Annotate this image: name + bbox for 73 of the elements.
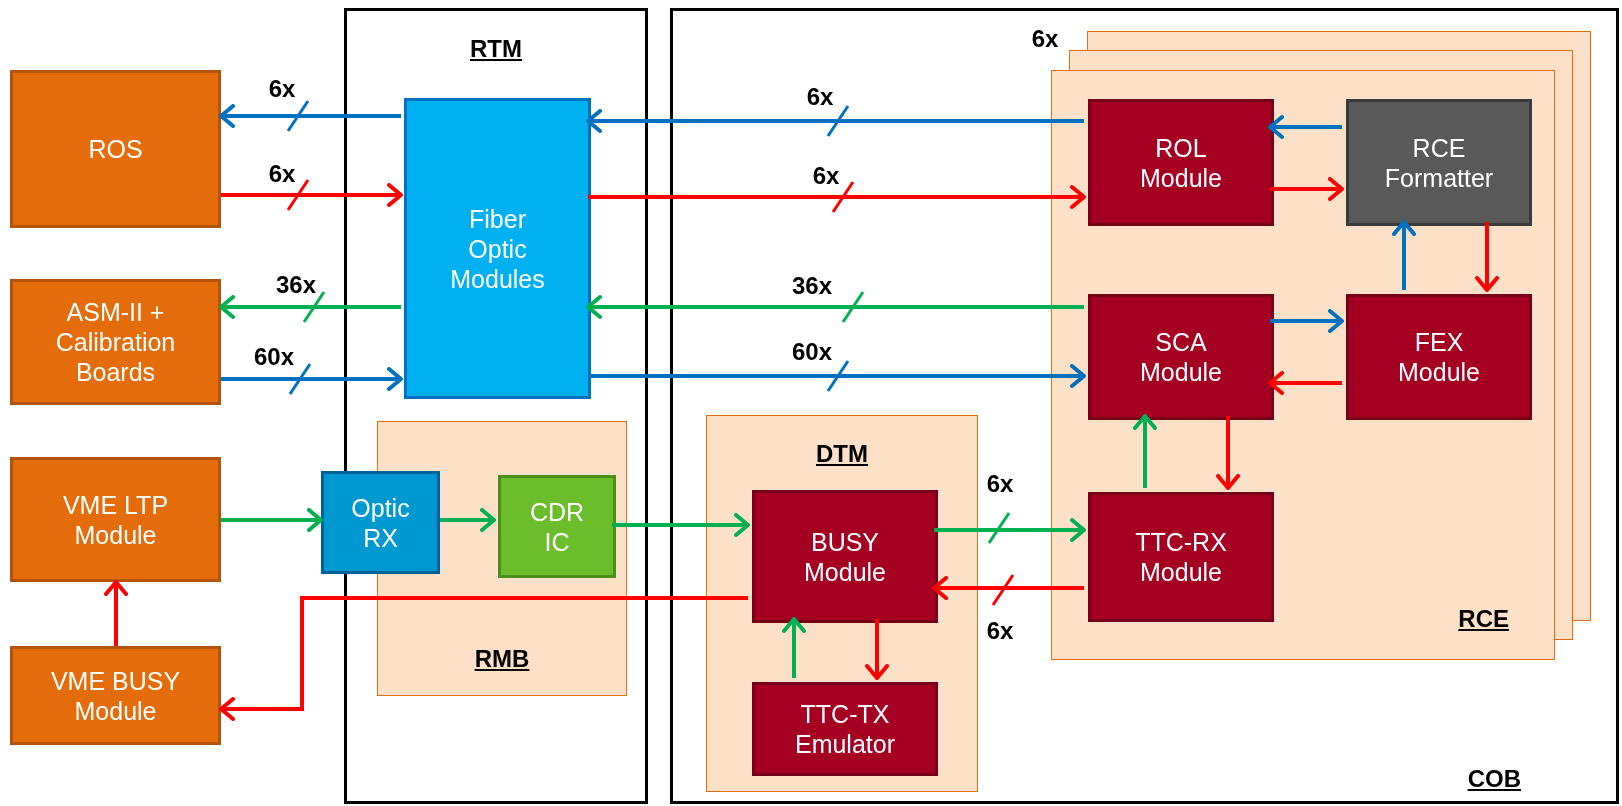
arrow <box>1133 414 1157 488</box>
arrow <box>1216 416 1240 490</box>
panel-title: COB <box>1467 765 1521 792</box>
arrow <box>588 185 1086 209</box>
arrow <box>586 295 1084 319</box>
edge-label: 36x <box>276 273 316 297</box>
arrow <box>612 513 750 537</box>
node-label: TTC-TX Emulator <box>793 699 896 759</box>
board-panel <box>670 8 1619 804</box>
arrow <box>1268 115 1342 139</box>
module-box <box>10 646 221 745</box>
arrow <box>1475 222 1499 292</box>
mezzanine-card <box>706 415 978 792</box>
node-label: Optic RX <box>350 492 411 553</box>
edge-label: 6x <box>268 162 296 186</box>
module-box <box>752 682 938 776</box>
module-box <box>404 98 591 399</box>
module-box <box>1088 294 1274 420</box>
module-box <box>498 475 616 578</box>
node-label: SCA Module <box>1139 327 1223 387</box>
node-label: VME BUSY Module <box>49 665 182 726</box>
arrow <box>440 508 496 532</box>
edge-label: 6x <box>986 472 1014 496</box>
arrow <box>934 518 1086 542</box>
node-label: BUSY Module <box>803 526 887 587</box>
panel-title: RMB <box>474 645 530 672</box>
module-box <box>10 457 221 582</box>
node-label: ASM-II + Calibration Boards <box>54 297 177 387</box>
module-box <box>1088 492 1274 622</box>
module-box <box>321 471 440 574</box>
arrow <box>865 619 889 680</box>
panel-title: DTM <box>816 440 868 467</box>
node-label: VME LTP Module <box>61 489 170 550</box>
arrow <box>1270 309 1344 333</box>
node-label: RCE Formatter <box>1383 132 1495 193</box>
arrow <box>782 617 806 678</box>
arrow <box>219 596 748 721</box>
arrow <box>1392 220 1416 290</box>
module-box <box>10 70 221 228</box>
arrow <box>221 183 403 207</box>
node-label: FEX Module <box>1397 327 1481 387</box>
module-box <box>1346 294 1532 420</box>
multiplicity-label: 6x <box>1031 24 1059 54</box>
edge-label: 60x <box>792 340 832 364</box>
node-label: Fiber Optic Modules <box>449 203 546 294</box>
panel-title: RCE <box>1458 605 1509 632</box>
board-panel <box>344 8 648 804</box>
panel-title: RTM <box>470 35 522 62</box>
node-label: TTC-RX Module <box>1134 527 1228 587</box>
node-label: CDR IC <box>528 496 586 557</box>
node-label: ROL Module <box>1139 132 1223 193</box>
edge-label: 60x <box>254 345 294 369</box>
arrow <box>1268 371 1342 395</box>
arrow <box>586 109 1084 133</box>
rce-card <box>1051 70 1555 660</box>
edge-label: 6x <box>812 164 840 188</box>
arrow <box>221 508 323 532</box>
edge-label: 36x <box>792 274 832 298</box>
arrow <box>221 367 403 391</box>
edge-label: 6x <box>806 85 834 109</box>
arrow <box>932 576 1084 600</box>
node-label: ROS <box>88 134 143 164</box>
module-box <box>752 490 938 623</box>
arrow <box>588 364 1086 388</box>
edge-label: 6x <box>268 77 296 101</box>
module-box <box>1346 99 1532 226</box>
arrow <box>219 104 401 128</box>
arrow <box>104 580 128 646</box>
arrow <box>1270 177 1344 201</box>
edge-label: 6x <box>986 619 1014 643</box>
module-box <box>1088 99 1274 226</box>
arrow <box>219 295 401 319</box>
module-box <box>10 279 221 405</box>
